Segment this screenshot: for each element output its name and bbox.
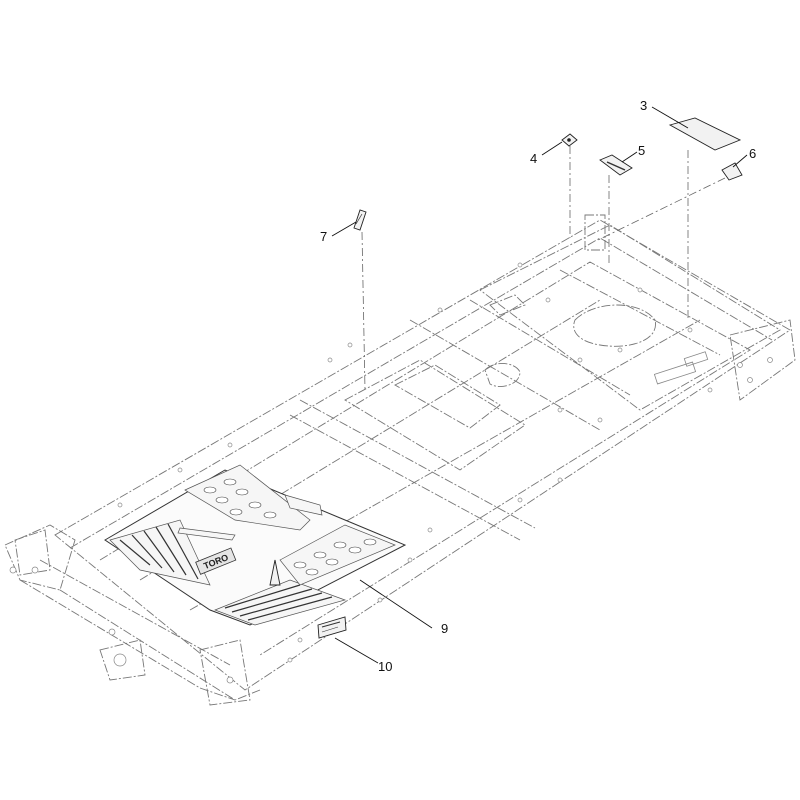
callout-9: 9 <box>441 621 448 636</box>
floor-mat: TORO <box>104 464 407 626</box>
callout-7: 7 <box>320 229 327 244</box>
callout-5: 5 <box>638 143 645 158</box>
part-5-logo-decal <box>599 154 633 176</box>
side-decal <box>317 616 347 639</box>
chassis-frame <box>4 214 796 706</box>
callout-labels: 3 4 5 6 7 9 10 <box>320 98 756 674</box>
leader-lines <box>331 106 748 664</box>
part-6-tag <box>721 162 743 181</box>
callout-4: 4 <box>530 151 537 166</box>
callout-3: 3 <box>640 98 647 113</box>
callout-10: 10 <box>378 659 392 674</box>
part-3-decal <box>668 117 742 151</box>
callout-6: 6 <box>749 146 756 161</box>
part-4-clip <box>561 133 578 147</box>
projection-lines <box>361 146 726 391</box>
part-7-strip <box>353 209 367 231</box>
